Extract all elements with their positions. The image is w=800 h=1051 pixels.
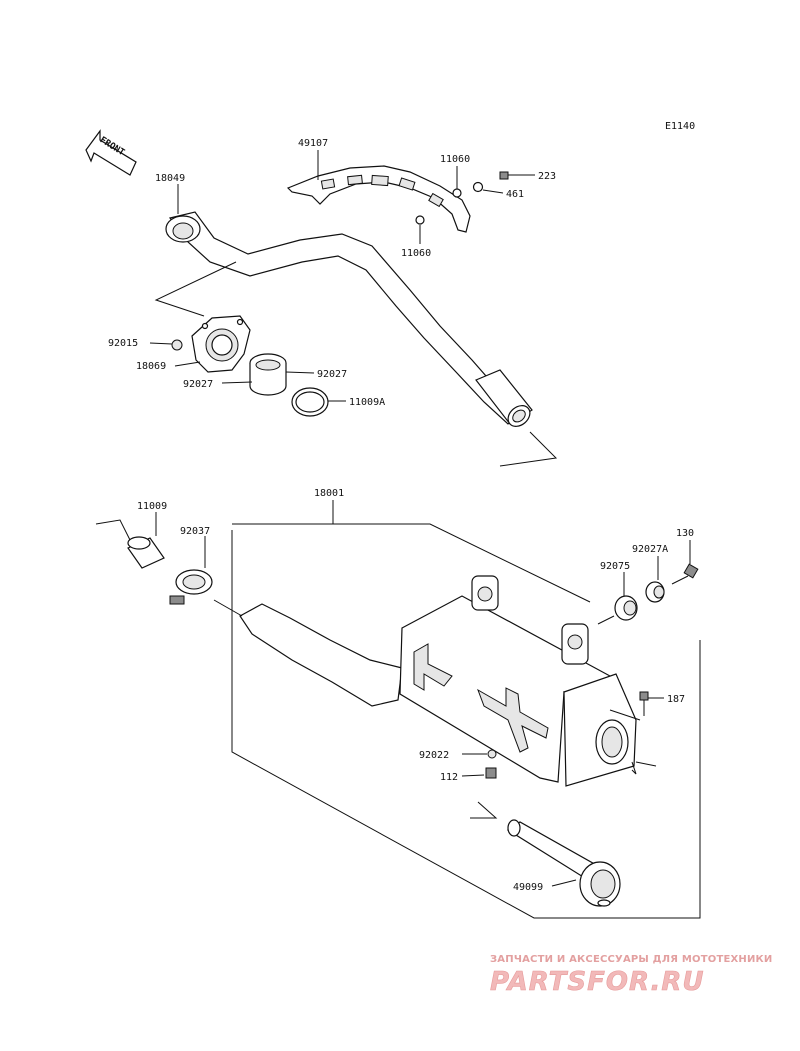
- callout-18001: 18001: [314, 488, 344, 499]
- bolt-part: [499, 171, 520, 180]
- flange-nut-part: [171, 339, 183, 351]
- plug-part: [485, 767, 497, 779]
- callout-18049: 18049: [155, 173, 185, 184]
- callout-11009A: 11009A: [349, 397, 385, 408]
- collar-92027A-part: [645, 581, 665, 603]
- flange-part: [191, 315, 251, 373]
- callout-92027-left: 92027: [183, 379, 213, 390]
- drain-bolt-part: [639, 691, 649, 716]
- callout-92022: 92022: [419, 750, 449, 761]
- callout-18069: 18069: [136, 361, 166, 372]
- callout-92027A: 92027A: [632, 544, 668, 555]
- callout-92037: 92037: [180, 526, 210, 537]
- watermark-brand: PARTSFOR.RU: [490, 967, 704, 997]
- nut-part: [472, 181, 484, 193]
- callout-11009: 11009: [137, 501, 167, 512]
- collar-part: [127, 536, 165, 569]
- callout-112: 112: [440, 772, 458, 783]
- callout-187: 187: [667, 694, 685, 705]
- washer-92022-part: [487, 749, 497, 759]
- callout-92027-right: 92027: [317, 369, 347, 380]
- callout-11060-top: 11060: [440, 154, 470, 165]
- watermark-tagline: ЗАПЧАСТИ И АКСЕССУАРЫ ДЛЯ МОТОТЕХНИКИ: [490, 954, 773, 965]
- heat-guard-part: [286, 165, 471, 233]
- exhaust-pipe-part: [165, 211, 533, 427]
- seal-ring-part: [291, 387, 329, 417]
- washer-part: [452, 188, 462, 198]
- gasket-part: [249, 353, 287, 396]
- muffler-part: [239, 575, 637, 787]
- callout-11060-bottom: 11060: [401, 248, 431, 259]
- spark-arrestor-part: [506, 819, 621, 907]
- clamp-part: [169, 569, 213, 605]
- mount-bolt-part: [671, 563, 699, 585]
- diagram-code: E1140: [665, 121, 695, 132]
- callout-49099: 49099: [513, 882, 543, 893]
- front-arrow-icon: FRONT: [85, 129, 137, 176]
- callout-461: 461: [506, 189, 524, 200]
- callout-223: 223: [538, 171, 556, 182]
- grommet-part: [614, 595, 638, 621]
- callout-130: 130: [676, 528, 694, 539]
- callout-92075: 92075: [600, 561, 630, 572]
- callout-49107: 49107: [298, 138, 328, 149]
- washer-part-lower: [415, 215, 425, 225]
- callout-92015: 92015: [108, 338, 138, 349]
